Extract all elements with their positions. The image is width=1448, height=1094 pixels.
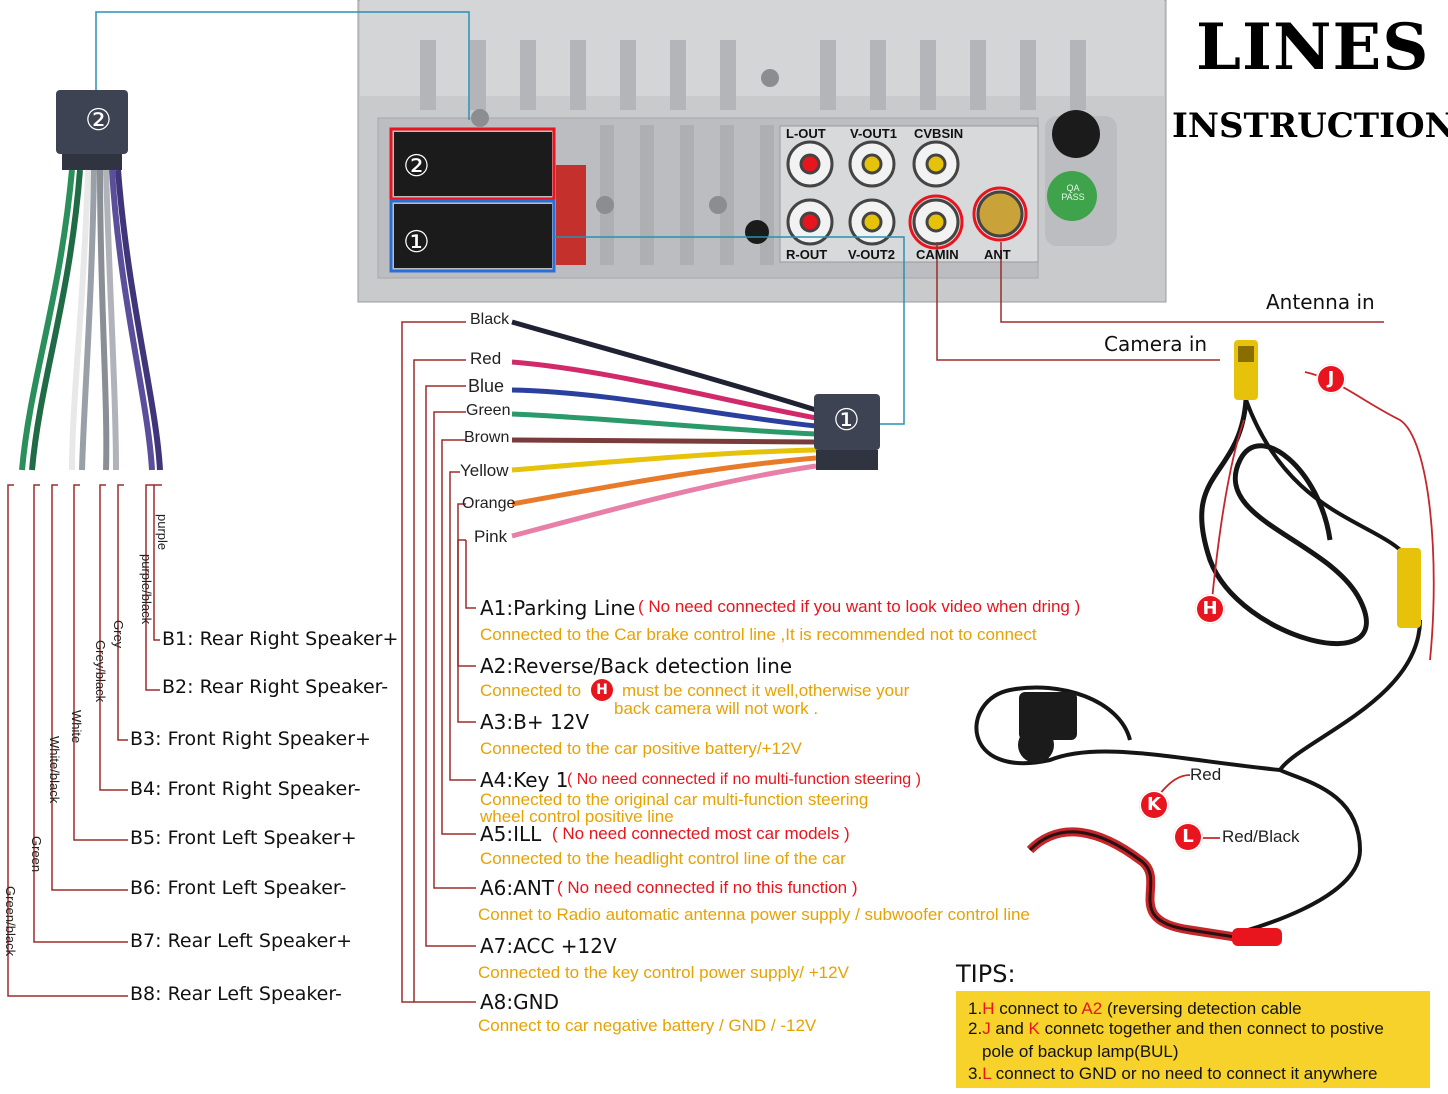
a6-note: ( No need connected if no this function … [557,878,858,897]
a5-note: ( No need connected most car models ) [552,824,850,843]
wire-label-pink: Pink [474,527,508,546]
antenna-in-label: Antenna in [1266,290,1375,314]
tips-box: 1.H connect to A2 (reversing detection c… [956,991,1430,1088]
a2-title: A2:Reverse/Back detection line [480,654,793,678]
connector-2-badge: ② [85,103,112,138]
a6-desc: Connet to Radio automatic antenna power … [478,905,1030,924]
a5-title: A5:ILL [480,822,542,846]
b3-label: B3: Front Right Speaker+ [130,728,371,750]
a6-title: A6:ANT [480,876,555,900]
tip-2-cont: pole of backup lamp(BUL) [982,1042,1179,1061]
badge-k: K [1139,790,1169,820]
badge-l: L [1173,822,1203,852]
wire-label-green-black: Green/black [3,886,18,957]
camera-in-label: Camera in [1104,332,1208,356]
port-l-out: L-OUT [786,126,826,141]
a1-title: A1:Parking Line [480,596,636,620]
a1-desc: Connected to the Car brake control line … [480,625,1037,644]
wire-label-purple-black: purple/black [139,554,154,625]
b8-label: B8: Rear Left Speaker- [130,983,342,1005]
a7-desc: Connected to the key control power suppl… [478,963,849,982]
b-leaders [7,484,162,997]
tips-heading: TIPS: [956,960,1016,988]
tip-1: 1.H connect to A2 (reversing detection c… [968,999,1302,1018]
b7-label: B7: Rear Left Speaker+ [130,930,353,952]
wire-label-purple: purple [155,514,170,551]
a3-title: A3:B+ 12V [480,710,590,734]
backup-camera-cable [974,371,1435,942]
harness-b [19,90,163,471]
a-leaders [401,321,476,1003]
a5-desc: Connected to the headlight control line … [480,849,846,868]
wire-label-orange: Orange [462,495,516,512]
wire-label-white: White [69,710,84,744]
harness-a [511,319,880,539]
wire-label-brown: Brown [464,429,510,446]
a2-desc-a: Connected to [480,681,582,700]
a4-note: ( No need connected if no multi-function… [567,771,921,788]
wire-label-red: Red [470,349,502,368]
wire-label-green-a: Green [466,402,511,419]
wire-label-grey: Grey [111,620,126,649]
qa-sticker: QA PASS [1061,183,1085,202]
camera-wire-red: Red [1190,765,1222,784]
socket-2-badge: ② [403,149,430,184]
b1-label: B1: Rear Right Speaker+ [162,628,399,650]
port-v-out1: V-OUT1 [850,126,897,141]
a1-note: ( No need connected if you want to look … [638,597,1081,616]
camera-wire-red-black: Red/Black [1222,827,1300,846]
a8-desc: Connect to car negative battery / GND / … [478,1016,817,1035]
b2-label: B2: Rear Right Speaker- [162,676,389,698]
badge-j: J [1316,364,1346,394]
port-ant: ANT [984,247,1011,262]
wire-label-white-black: White/black [47,736,62,804]
socket-1-badge: ① [403,225,430,260]
badge-h: H [1195,594,1225,624]
wire-label-yellow: Yellow [460,461,509,480]
tip-3: 3.L connect to GND or no need to connect… [968,1064,1378,1083]
a2-h-badge: H [591,679,613,701]
page-subtitle: INSTRUCTION [1172,106,1448,146]
wire-label-blue: Blue [468,376,505,396]
a2-desc-b: must be connect it well,otherwise your [622,681,910,700]
connector-1-badge: ① [833,403,860,438]
a3-desc: Connected to the car positive battery/+1… [480,739,802,758]
b4-label: B4: Front Right Speaker- [130,778,361,800]
a4-desc-b: wheel control positive line [480,807,674,826]
b6-label: B6: Front Left Speaker- [130,877,347,899]
wire-label-black: Black [470,311,510,328]
a8-title: A8:GND [480,990,560,1014]
port-r-out: R-OUT [786,247,828,262]
port-v-out2: V-OUT2 [848,247,895,262]
wire-label-green: Green [29,836,44,873]
a2-desc-c: back camera will not work . [614,699,819,718]
a7-title: A7:ACC +12V [480,934,617,958]
port-cvbsin: CVBSIN [914,126,964,141]
a4-desc-a: Connected to the original car multi-func… [480,790,869,809]
b5-label: B5: Front Left Speaker+ [130,827,357,849]
a4-title: A4:Key 1 [480,768,569,792]
port-camin: CAMIN [916,247,959,262]
page-title: LINES [1196,10,1430,85]
camera-plugs [1018,340,1421,946]
wire-label-grey-black: Grey/black [93,640,108,703]
tip-2: 2.J and K connetc together and then conn… [968,1019,1384,1038]
head-unit-rear [357,0,1167,303]
